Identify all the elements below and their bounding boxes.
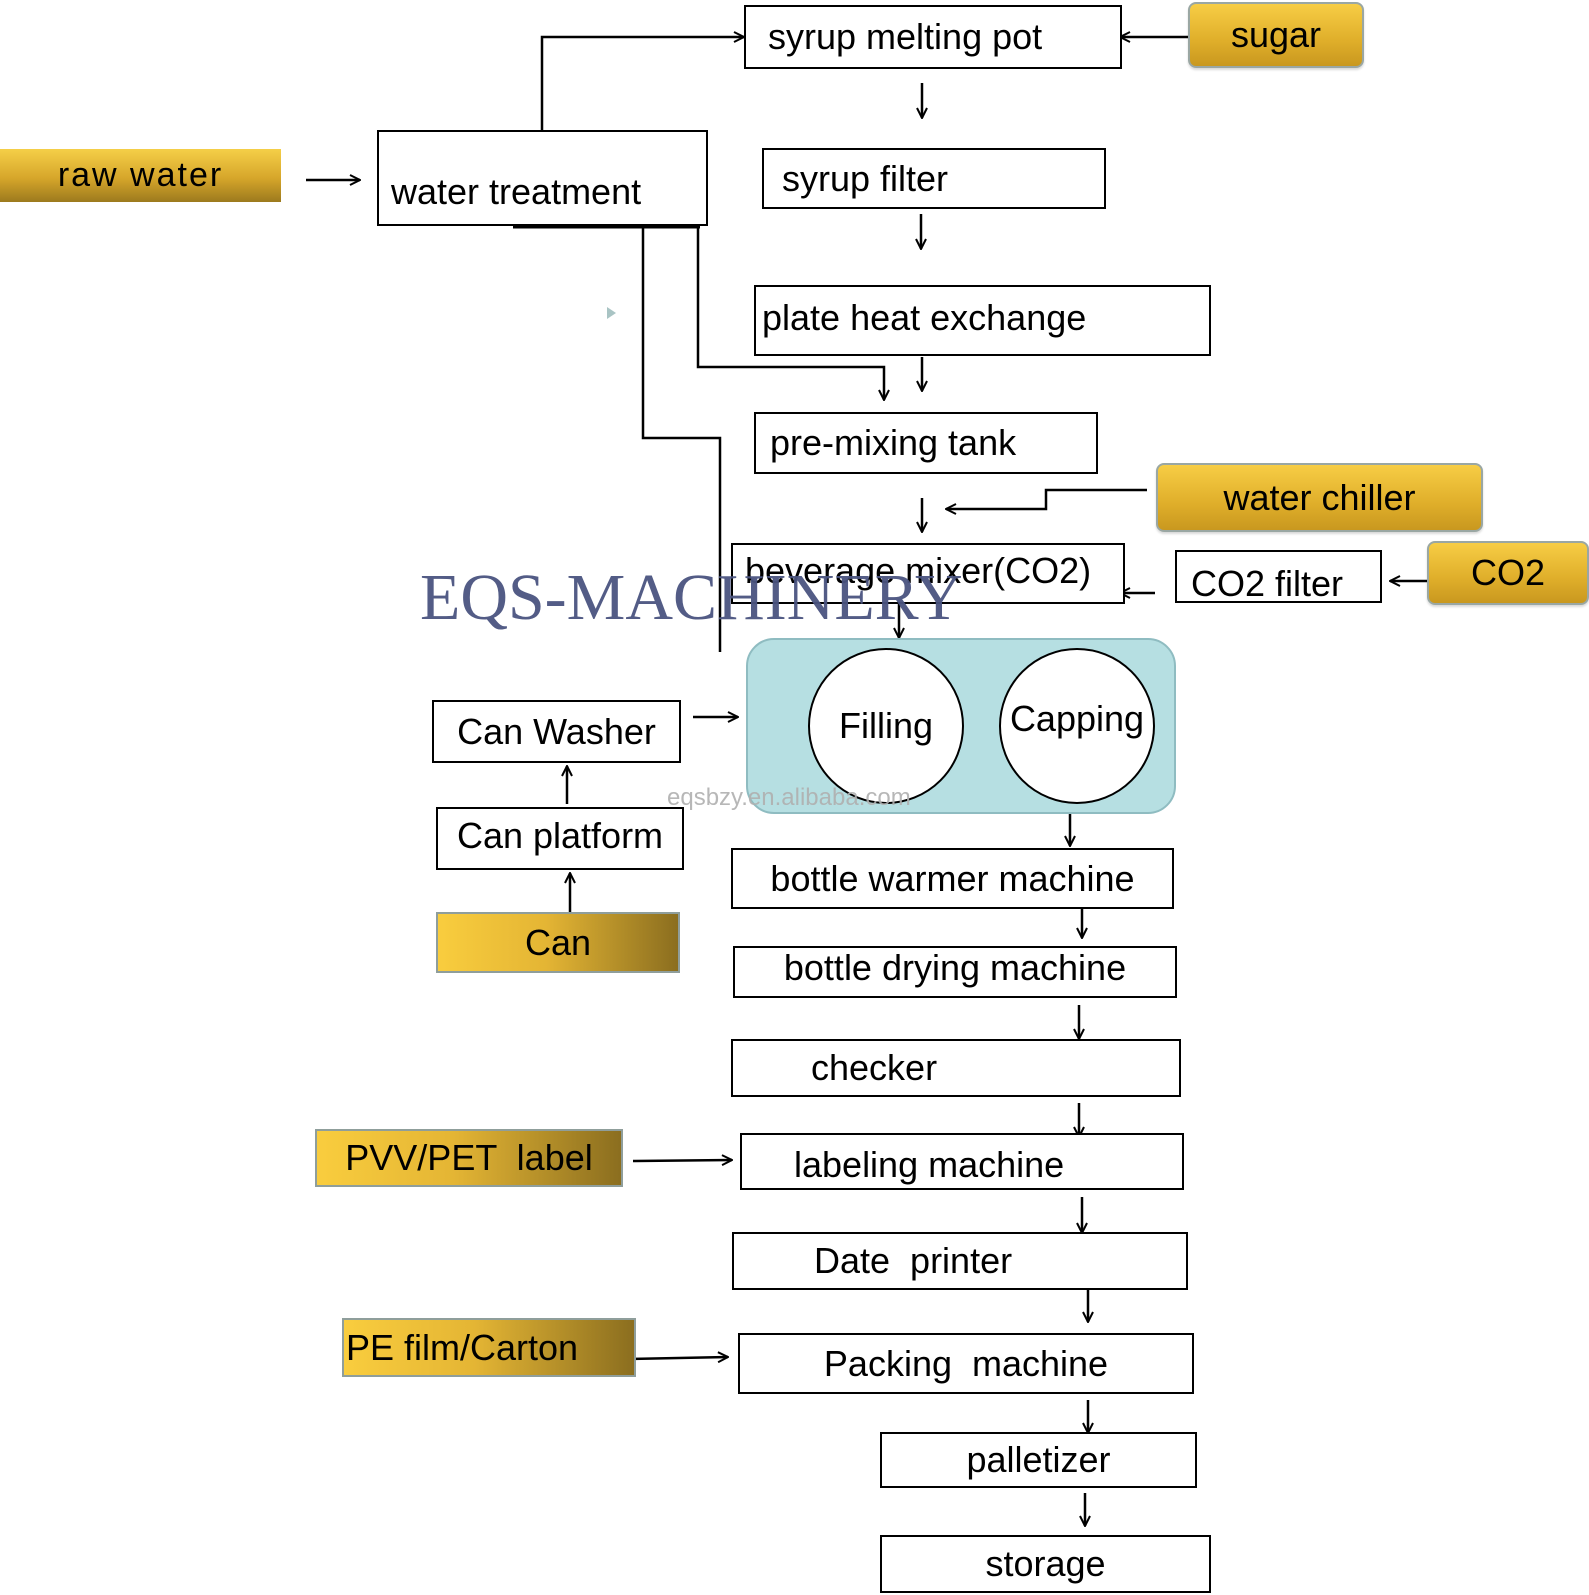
step-storage: storage	[880, 1535, 1211, 1593]
arrow-treatment-to-premix	[696, 227, 884, 400]
cursor-artifact-icon	[607, 307, 616, 319]
step-water-treatment: water treatment	[377, 130, 708, 226]
arrow-chiller-to-mixer	[946, 488, 1147, 509]
arrow-label-to-labeling	[632, 1160, 732, 1161]
step-packing-machine: Packing machine	[738, 1333, 1194, 1394]
step-palletizer: palletizer	[880, 1432, 1197, 1488]
arrow-treatment-to-syrup-pot	[540, 37, 744, 130]
input-can: Can	[436, 912, 680, 973]
arrow-film-to-packing	[629, 1357, 728, 1359]
step-date-printer: Date printer	[732, 1232, 1188, 1290]
filling-label: Filling	[838, 705, 934, 746]
step-syrup-filter: syrup filter	[762, 148, 1106, 209]
step-co2-filter: CO2 filter	[1175, 550, 1382, 604]
step-pre-mixing-tank: pre-mixing tank	[754, 412, 1098, 474]
capping-label: Capping	[1009, 698, 1145, 739]
input-water-chiller: water chiller	[1156, 463, 1483, 532]
input-raw-water: raw water	[0, 149, 281, 202]
step-bottle-drying: bottle drying machine	[733, 946, 1177, 998]
input-pe-film-carton: PE film/Carton	[342, 1318, 636, 1377]
step-labeling-machine: labeling machine	[740, 1133, 1184, 1190]
input-sugar: sugar	[1188, 2, 1364, 68]
step-beverage-mixer: beverage mixer(CO2)	[731, 543, 1125, 604]
step-checker: checker	[731, 1039, 1181, 1097]
line-treatment-to-filling	[641, 227, 722, 652]
step-capping: Capping	[999, 648, 1155, 804]
step-can-washer: Can Washer	[432, 700, 681, 763]
step-bottle-warmer: bottle warmer machine	[731, 848, 1174, 909]
step-can-platform: Can platform	[436, 807, 684, 870]
step-filling: Filling	[808, 648, 964, 804]
step-plate-heat-exchange: plate heat exchange	[754, 285, 1211, 356]
step-syrup-melting-pot: syrup melting pot	[744, 5, 1122, 69]
input-co2: CO2	[1427, 541, 1589, 605]
input-pvv-pet-label: PVV/PET label	[315, 1129, 623, 1187]
